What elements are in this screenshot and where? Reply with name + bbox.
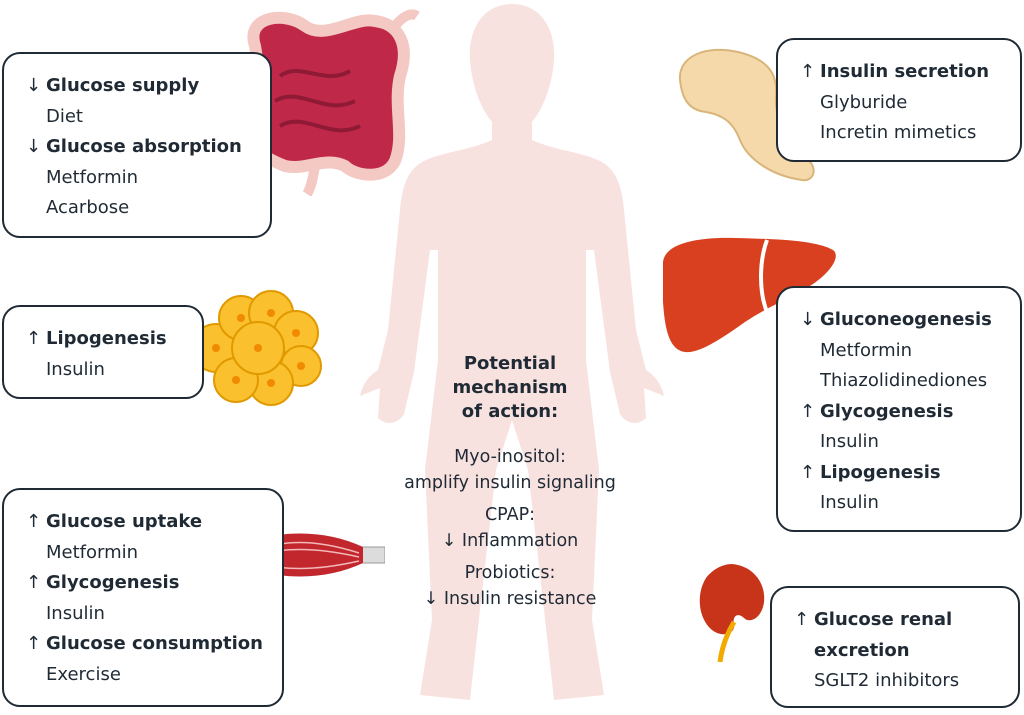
effect-agent: Acarbose (46, 197, 130, 218)
arrow-up-icon: ↑ (26, 572, 42, 593)
effect-agent: Metformin (46, 541, 139, 563)
effect-agent: Glyburide (820, 91, 908, 113)
effect-heading: ↓Gluconeogenesis (800, 305, 1020, 336)
effect-label: excretion (814, 639, 910, 661)
center-item-label: Myo-inositol: (454, 447, 566, 467)
effect-agent: Insulin (820, 431, 879, 452)
effect-label: Lipogenesis (820, 461, 941, 483)
center-mechanism: Potential mechanism of action: Myo-inosi… (380, 352, 640, 612)
effect-agent: Exercise (46, 663, 121, 685)
kidney-icon (699, 564, 765, 663)
effect-heading: ↓Glucose absorption (26, 132, 270, 163)
liver-icon (663, 237, 836, 353)
effect-agent: Metformin (46, 166, 139, 188)
effect-label: Insulin secretion (820, 61, 990, 82)
effect-label: Glucose uptake (46, 511, 203, 532)
effect-label: Glucose supply (46, 75, 200, 96)
arrow-down-icon: ↓ (26, 75, 42, 96)
effect-label: Glucose renal (814, 609, 953, 630)
center-title-line: of action: (461, 401, 559, 422)
effect-heading: ↑Glucose consumption (26, 629, 282, 660)
center-title-line: mechanism (452, 377, 568, 398)
arrow-up-icon: ↑ (26, 511, 42, 532)
center-title-line: Potential (463, 353, 557, 374)
center-item-detail: ↓ Insulin resistance (423, 589, 597, 609)
arrow-down-icon: ↓ (800, 309, 816, 330)
effect-heading: ↑Glycogenesis (800, 397, 1020, 428)
effect-agent: Insulin (820, 492, 879, 513)
arrow-up-icon: ↑ (800, 461, 816, 483)
effect-heading: ↑Glucose renal (794, 605, 1018, 636)
fat-tissue-icon (191, 290, 322, 406)
effect-heading: ↑Glucose uptake (26, 507, 282, 538)
effect-agent: Diet (46, 105, 83, 127)
effect-agent: Insulin (46, 358, 105, 380)
effect-agent: Incretin mimetics (820, 122, 977, 143)
effect-label: Gluconeogenesis (820, 309, 992, 330)
arrow-up-icon: ↑ (26, 328, 42, 349)
arrow-up-icon: ↑ (800, 61, 816, 82)
effect-label: Glucose absorption (46, 136, 242, 157)
effect-label: Lipogenesis (46, 328, 167, 349)
effect-agent: Insulin (46, 602, 105, 624)
effect-heading: ↓Glucose supply (26, 71, 270, 102)
effect-label: Glycogenesis (820, 400, 954, 422)
effect-label: Glycogenesis (46, 572, 180, 593)
center-item-label: Probiotics: (464, 563, 556, 583)
arrow-up-icon: ↑ (26, 633, 42, 654)
effect-heading: ↑Insulin secretion (800, 57, 1020, 88)
effect-agent: Thiazolidinediones (820, 370, 988, 391)
arrow-up-icon: ↑ (794, 609, 810, 630)
effect-heading: excretion (794, 636, 1018, 667)
arrow-down-icon: ↓ (26, 136, 42, 157)
center-item-detail: ↓ Inflammation (441, 531, 579, 551)
center-title: Potential mechanism of action: (380, 352, 640, 424)
effect-agent: SGLT2 inhibitors (814, 670, 960, 691)
effect-label: Glucose consumption (46, 633, 263, 654)
arrow-up-icon: ↑ (800, 400, 816, 422)
center-item-detail: amplify insulin signaling (404, 473, 616, 493)
effect-heading: ↑Lipogenesis (800, 458, 1020, 489)
effect-heading: ↑Glycogenesis (26, 568, 282, 599)
effect-heading: ↑Lipogenesis (26, 324, 202, 355)
center-item-label: CPAP: (484, 505, 536, 525)
effect-agent: Metformin (820, 339, 913, 361)
